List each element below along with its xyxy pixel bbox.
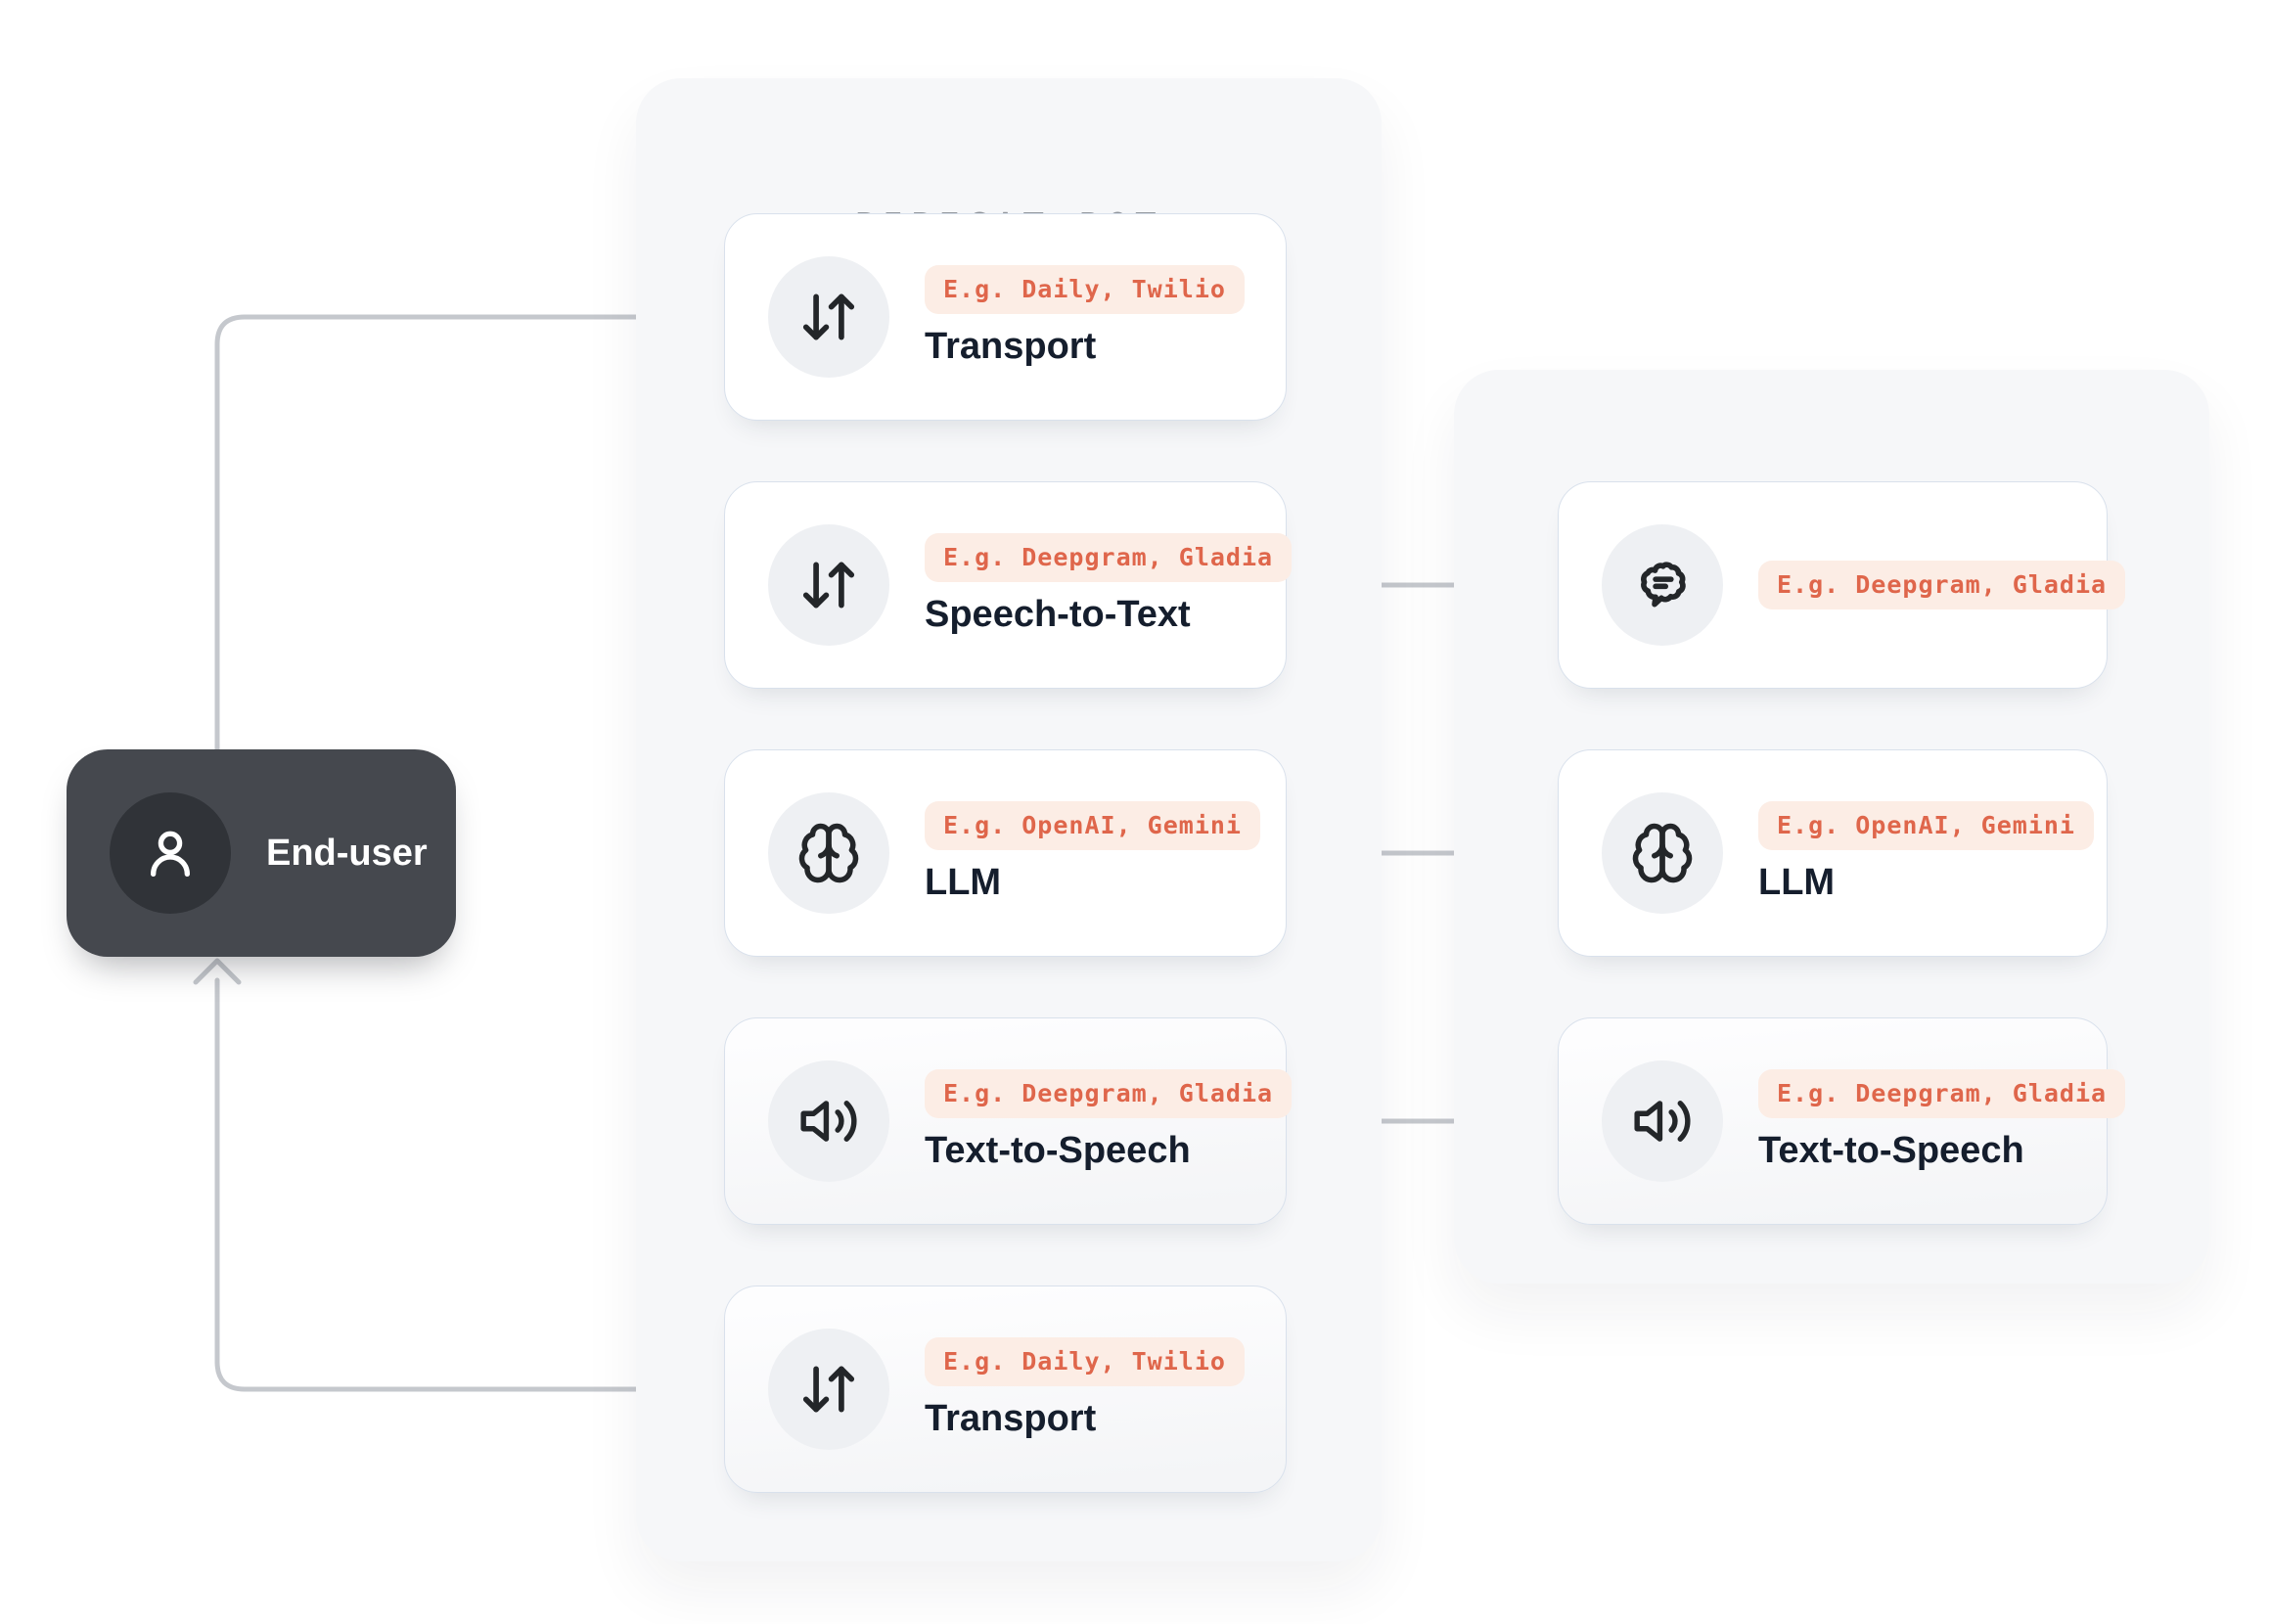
ai-node-llm: E.g. OpenAI, Gemini LLM (1558, 749, 2108, 957)
arrow-down-up-icon (768, 524, 889, 646)
node-title: Transport (925, 325, 1097, 367)
node-title: Text-to-Speech (1758, 1129, 2024, 1171)
provider-badge: E.g. Deepgram, Gladia (1758, 1069, 2126, 1118)
provider-badge: E.g. Deepgram, Gladia (1758, 561, 2126, 609)
node-title: Speech-to-Text (925, 593, 1191, 635)
user-icon (110, 792, 231, 914)
ai-node-speech-to-text: E.g. Deepgram, Gladia (1558, 481, 2126, 689)
arrow-user-to-transport (214, 314, 707, 752)
chat-bubble-icon (1602, 524, 1723, 646)
arrowhead-up-end-user (193, 958, 242, 985)
arrow-down-up-icon (768, 1329, 889, 1450)
provider-badge: E.g. Daily, Twilio (925, 1337, 1245, 1386)
brain-icon (768, 792, 889, 914)
node-text-to-speech: E.g. Deepgram, Gladia Text-to-Speech (724, 1017, 1293, 1225)
node-title: LLM (925, 861, 1002, 903)
end-user-label: End-user (266, 832, 428, 874)
speaker-icon (1602, 1060, 1723, 1182)
node-title: LLM (1758, 861, 1836, 903)
ai-node-text-to-speech: E.g. Deepgram, Gladia Text-to-Speech (1558, 1017, 2126, 1225)
arrow-down-up-icon (768, 256, 889, 378)
provider-badge: E.g. Deepgram, Gladia (925, 1069, 1293, 1118)
speaker-icon (768, 1060, 889, 1182)
node-speech-to-text: E.g. Deepgram, Gladia Speech-to-Text (724, 481, 1293, 689)
node-title: Transport (925, 1397, 1097, 1439)
provider-badge: E.g. Daily, Twilio (925, 265, 1245, 314)
node-llm: E.g. OpenAI, Gemini LLM (724, 749, 1287, 957)
provider-badge: E.g. Deepgram, Gladia (925, 533, 1293, 582)
provider-badge: E.g. OpenAI, Gemini (925, 801, 1260, 850)
provider-badge: E.g. OpenAI, Gemini (1758, 801, 2094, 850)
brain-icon (1602, 792, 1723, 914)
node-transport-out: E.g. Daily, Twilio Transport (724, 1286, 1287, 1493)
end-user-node: End-user (67, 749, 456, 957)
node-title: Text-to-Speech (925, 1129, 1191, 1171)
node-transport-in: E.g. Daily, Twilio Transport (724, 213, 1287, 421)
